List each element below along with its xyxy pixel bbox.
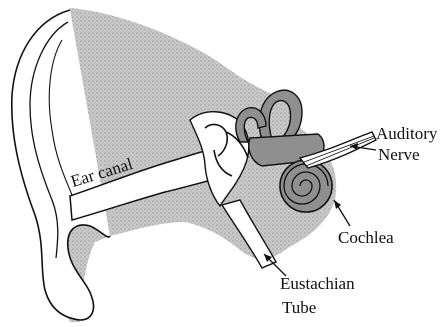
label-eustachian-line1: Eustachian	[280, 274, 355, 293]
label-eustachian-line2: Tube	[282, 298, 316, 317]
label-auditory-nerve-line1: Auditory	[376, 124, 437, 143]
label-cochlea: Cochlea	[338, 228, 394, 247]
label-auditory-nerve-line2: Nerve	[378, 145, 420, 164]
cochlea-spiral	[280, 160, 332, 212]
